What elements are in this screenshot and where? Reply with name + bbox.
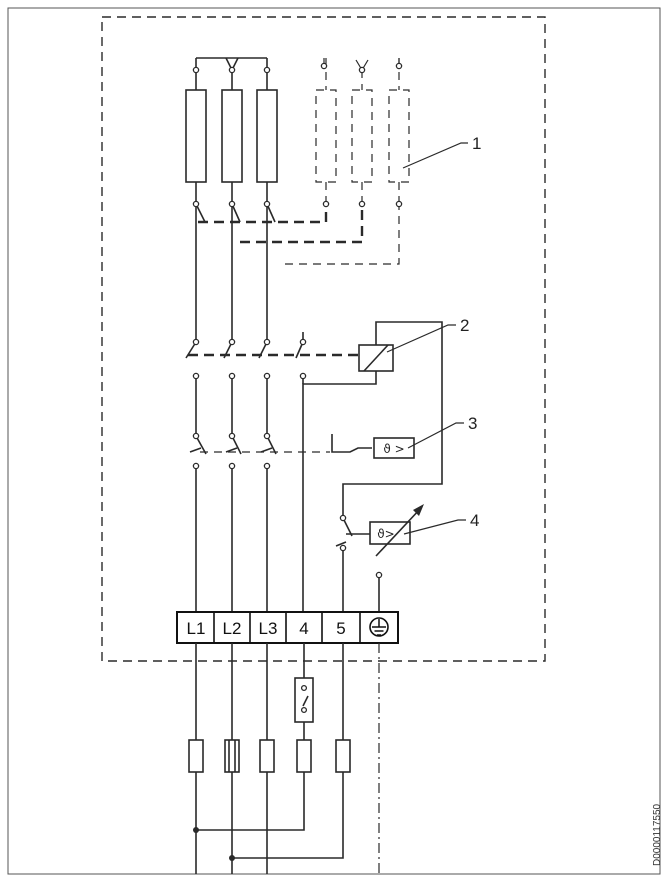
external-switch (294, 677, 314, 723)
optional-heating-elements (198, 58, 410, 265)
heating-elements (185, 57, 278, 204)
safety-thermostat (189, 434, 415, 459)
terminal-label-4: 4 (299, 619, 308, 638)
contact-terminals (192, 62, 403, 579)
phase-lines (195, 203, 276, 612)
terminal-label-l3: L3 (259, 619, 278, 638)
callout-4: 4 (470, 511, 479, 530)
appliance-enclosure (101, 16, 546, 662)
callout-3: 3 (468, 414, 477, 433)
contactor (185, 321, 443, 612)
terminal-label-l1: L1 (187, 619, 206, 638)
terminal-label-5: 5 (336, 619, 345, 638)
controller-thermostat (335, 504, 424, 612)
supply-wiring (193, 643, 380, 874)
controller-thermostat-symbol: ϑ> (377, 527, 394, 541)
callout-1: 1 (472, 134, 481, 153)
document-id: D0000117550 (652, 803, 663, 866)
safety-thermostat-symbol: ϑ > (383, 442, 404, 456)
fuses (188, 739, 351, 773)
callouts: 1 2 3 4 (386, 134, 481, 535)
terminal-block: L1 L2 L3 4 5 (176, 611, 399, 644)
outer-frame (7, 7, 661, 875)
earth-icon (369, 617, 389, 637)
callout-2: 2 (460, 316, 469, 335)
terminal-label-l2: L2 (223, 619, 242, 638)
